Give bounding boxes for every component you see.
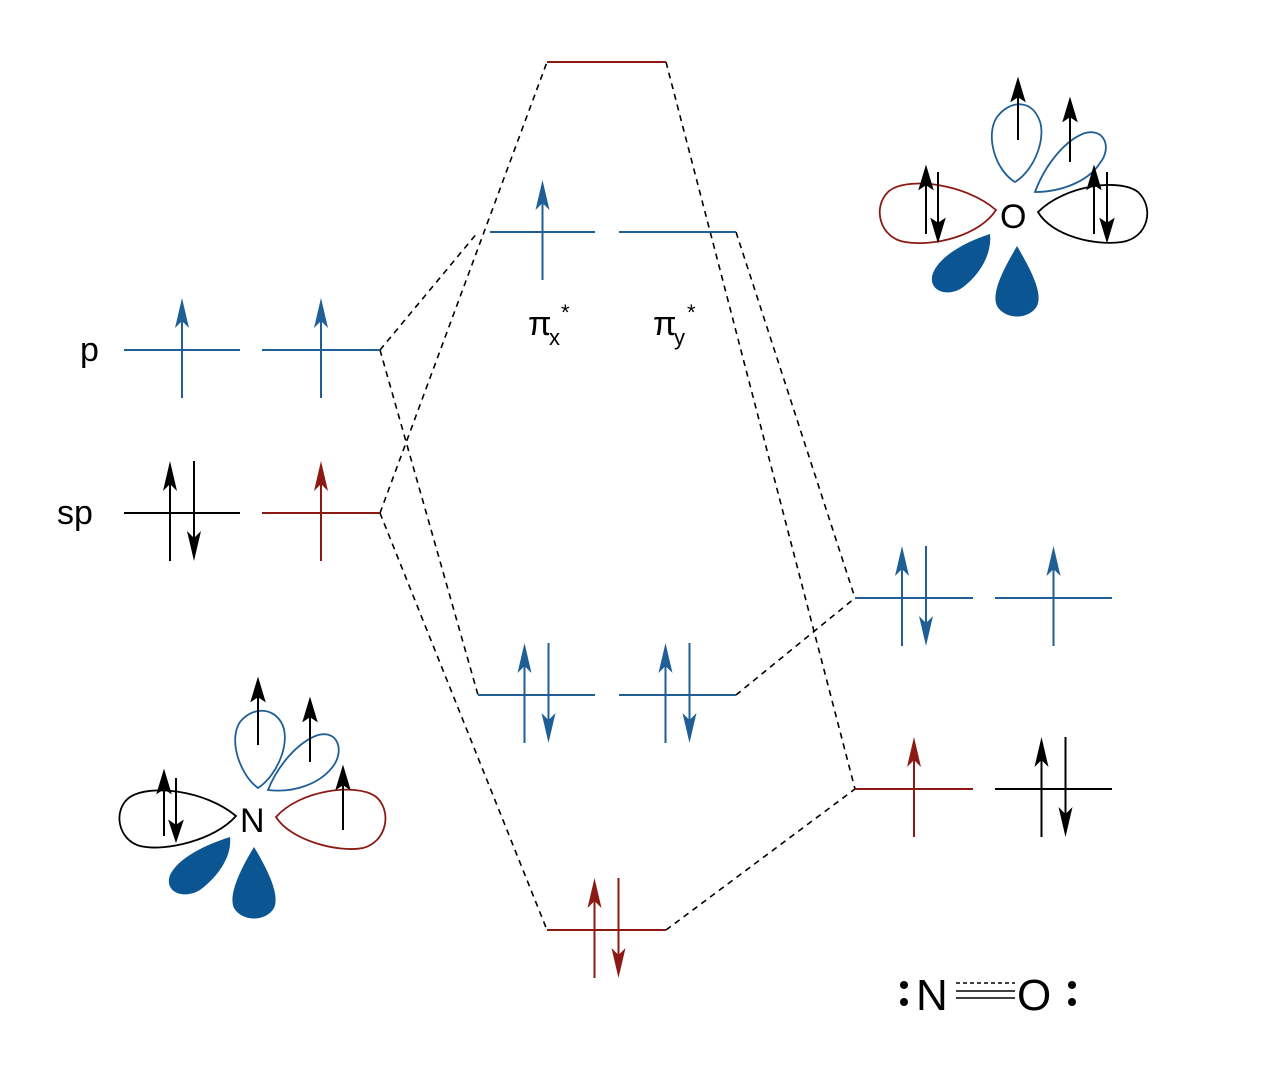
n-level-0-orbital-1-electron-up-head	[314, 298, 328, 328]
lewis-o-symbol: O	[1017, 971, 1051, 1020]
o-filled-lobe-left	[931, 234, 991, 293]
dash-sigma-to-o-sp	[665, 788, 856, 931]
svg-text:*: *	[687, 300, 696, 325]
svg-text:*: *	[561, 300, 570, 325]
mo-pi-y-electron-down-head	[682, 713, 697, 743]
n-lone-pair-dot-bottom	[900, 998, 908, 1006]
n-px-lobe	[266, 733, 340, 792]
mo-pi-y-electron-up-head	[658, 643, 673, 673]
nitrogen-orbital-picture: N	[118, 676, 387, 919]
dash-n-p-to-pi-star	[379, 231, 479, 351]
n-filled-lobe-left	[168, 837, 231, 895]
o-level-0-orbital-1-electron-up-head	[1046, 546, 1061, 576]
pi-x-star-label: π x *	[528, 300, 570, 350]
mo-pi-x-electron-up-head	[517, 643, 532, 673]
svg-text:y: y	[674, 325, 685, 350]
oxygen-orbital-picture: O	[878, 76, 1149, 317]
n-sp-lobe	[274, 788, 387, 850]
o-picture-electrons	[918, 76, 1115, 244]
o-px-lobe	[1033, 131, 1107, 193]
o-atom-symbol: O	[1000, 198, 1026, 236]
n-filled-lobe-bottom	[232, 847, 276, 919]
o-py-lobe	[990, 103, 1043, 184]
n-sp-lone-pair-lobe	[118, 789, 238, 849]
o-filled-lobe-bottom	[995, 246, 1039, 317]
o-sp-lone-pair-lobe	[1036, 184, 1149, 244]
o-level-1-orbital-1-electron-up-head	[1034, 737, 1049, 767]
dash-n-p-to-pi	[379, 349, 479, 696]
dash-pi-star-to-o-p	[735, 231, 856, 599]
mo-sigma-electron-down-head	[611, 948, 626, 978]
o-level-1-orbital-1-electron-down-head	[1058, 807, 1073, 837]
svg-text:π: π	[653, 305, 676, 343]
n-level-0-orbital-0-electron-up-head	[175, 298, 189, 328]
n-py-lobe	[234, 709, 286, 790]
lewis-n-symbol: N	[916, 971, 948, 1020]
o-level-1-orbital-0-electron-up-head	[907, 737, 921, 767]
mo-sigma-electron-up-head	[587, 878, 602, 908]
mo-pi-x-electron-down-head	[541, 713, 556, 743]
energy-levels	[124, 61, 1112, 978]
o-sp-lobe	[878, 182, 998, 244]
lewis-structure: N O	[900, 971, 1076, 1020]
n-sp-label: sp	[57, 494, 93, 532]
n-lone-pair-dot-top	[900, 981, 908, 989]
n-level-1-orbital-1-electron-up-head	[314, 461, 328, 491]
svg-text:π: π	[528, 305, 551, 343]
o-lone-pair-dot-top	[1068, 981, 1076, 989]
mo-pi-x-star-electron-up-head	[535, 180, 550, 210]
svg-text:x: x	[549, 325, 560, 350]
o-level-0-orbital-0-electron-down-head	[919, 616, 933, 646]
o-level-0-orbital-0-electron-up-head	[895, 546, 909, 576]
correlation-lines	[379, 61, 856, 931]
dash-sigma-star-to-o-sp	[665, 61, 856, 790]
n-picture-electrons	[156, 676, 351, 844]
dash-n-sp-to-sigma-star	[379, 61, 548, 514]
n-p-label: p	[80, 331, 99, 369]
n-level-1-orbital-0-electron-down-head	[187, 531, 201, 561]
o-lone-pair-dot-bottom	[1068, 998, 1076, 1006]
pi-y-star-label: π y *	[653, 300, 696, 350]
dash-pi-to-o-p	[735, 597, 856, 696]
n-level-1-orbital-0-electron-up-head	[163, 461, 177, 491]
n-atom-symbol: N	[240, 802, 265, 840]
dash-n-sp-to-sigma	[379, 512, 548, 931]
